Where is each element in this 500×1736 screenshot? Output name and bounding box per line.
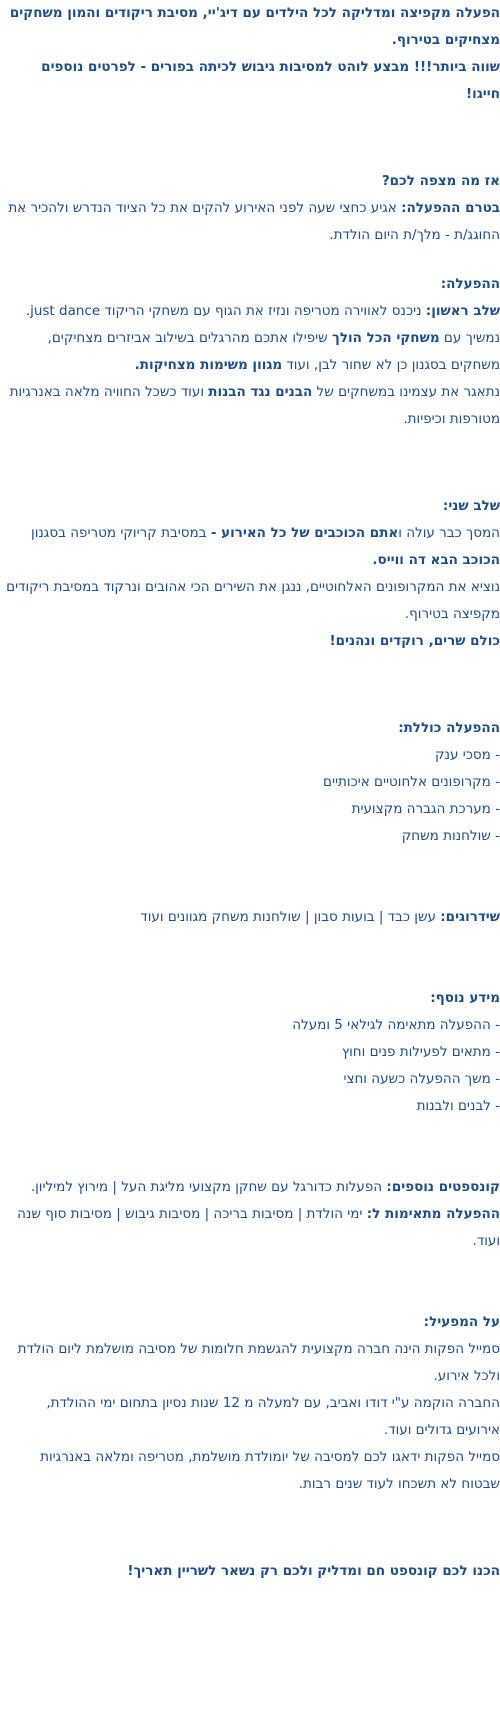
expect-title: אז מה מצפה לכם? [381,173,500,189]
info-item: - מתאים לפעילות פנים וחוץ [341,1044,500,1060]
info-item: - ההפעלה מתאימה לגילאי 5 ומעלה [292,1017,500,1033]
upgrades-line: שידרוגים: עשן כבד | בועות סבון | שולחנות… [140,909,500,925]
includes-item: - מסכי ענק [435,747,500,763]
includes-item: - שולחנות משחק [401,828,500,844]
step2-title: שלב שני: [442,498,500,514]
closing-line: הכנו לכם קונספט חם ומדליק ולכם רק נשאר ל… [127,1563,500,1579]
operator-paragraph-3: סמייל הפקות ידאגו לכם למסיבה של יומולדת … [40,1449,500,1492]
activity-paragraph-2: נמשיך עם משחקי הכל הולך שיפילו אתכם מהרג… [47,330,500,373]
suitable-for-line: ההפעלה מתאימות ל: ימי הולדת | מסיבות ברי… [17,1206,500,1249]
activity-paragraph-3: נתאגר את עצמינו במשחקים של הבנים נגד הבנ… [9,384,500,427]
includes-item: - מקרופונים אלחוטיים איכותיים [323,774,500,790]
step2-paragraph-3: כולם שרים, רוקדים ונהנים! [329,633,500,649]
info-item: - לבנים ולבנות [416,1098,500,1114]
expect-before: בטרם ההפעלה: אגיע כחצי שעה לפני האירוע ל… [8,200,500,243]
includes-item: - מערכת הגברה מקצועית [351,801,500,817]
operator-paragraph-1: סמייל הפקות הינה חברה מקצועית להגשמת חלו… [17,1341,500,1384]
step2-paragraph-1: המסך כבר עולה ואתם הכוכבים של כל האירוע … [31,525,500,568]
document-body: הפעלה מקפיצה ומדליקה לכל הילדים עם דיג'י… [6,5,500,1579]
activity-title: ההפעלה: [440,276,500,292]
step1-paragraph: שלב ראשון: ניכנס לאווירה מטריפה ונזיז את… [25,303,500,319]
intro-line-2: שווה ביותר!!! מבצע לוהט למסיבות גיבוש לכ… [41,59,500,102]
operator-paragraph-2: החברה הוקמה ע"י דודו ואביב, עם למעלה מ 1… [46,1395,500,1438]
step2-paragraph-2: נוציא את המקרופונים האלחוטיים, ננגן את ה… [6,579,500,622]
includes-title: ההפעלה כוללת: [398,720,500,736]
info-item: - משך ההפעלה כשעה וחצי [343,1071,500,1087]
concepts-line: קונספטים נוספים: הפעלות כדורגל עם שחקן מ… [30,1179,500,1195]
intro-line-1: הפעלה מקפיצה ומדליקה לכל הילדים עם דיג'י… [9,5,500,48]
operator-title: על המפעיל: [423,1314,500,1330]
info-title: מידע נוסף: [430,990,500,1006]
